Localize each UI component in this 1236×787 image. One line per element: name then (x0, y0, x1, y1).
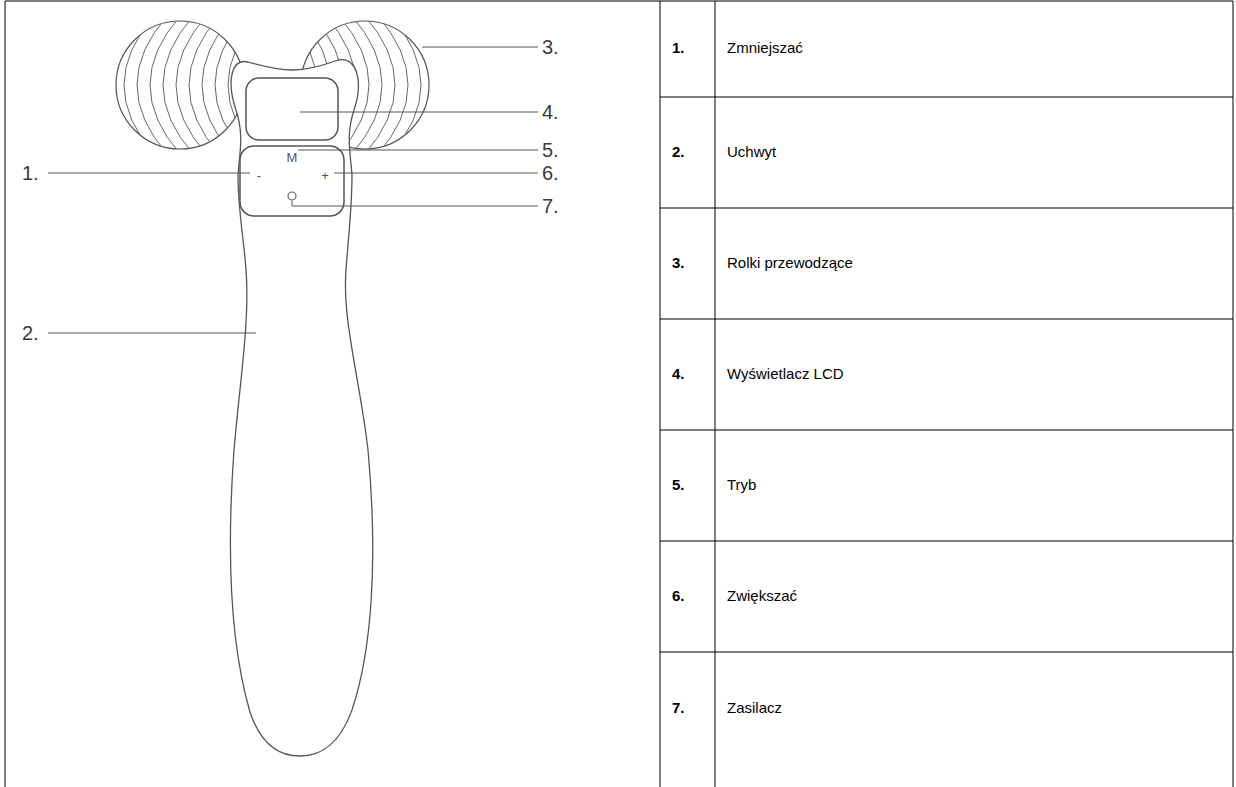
power-button-symbol (288, 192, 296, 200)
table-cell: Wyświetlacz LCD (727, 366, 844, 383)
callout-number: 1. (22, 162, 39, 184)
table-number: 3. (672, 255, 685, 272)
table-number: 2. (672, 144, 685, 161)
button-symbol: M (287, 151, 298, 165)
callout-number: 7. (542, 195, 559, 217)
table-cell: Zwiększać (727, 588, 797, 605)
button-symbol: - (257, 169, 261, 183)
table-number: 7. (672, 700, 685, 717)
table-grid (5, 1, 1233, 787)
callout-number: 2. (22, 322, 39, 344)
roller-stripe (390, 15, 421, 155)
callout-number: 5. (542, 139, 559, 161)
button-symbol: + (321, 169, 329, 183)
table-cell: Tryb (727, 477, 756, 494)
table-cell: Zmniejszać (727, 40, 803, 57)
table-number: 4. (672, 366, 685, 383)
table-cell: Uchwyt (727, 144, 776, 161)
lcd-display (246, 78, 338, 140)
leader-lines (48, 47, 538, 333)
callout-number: 4. (542, 101, 559, 123)
conductive-rollers (116, 15, 429, 155)
table-cell: Rolki przewodzące (727, 255, 853, 272)
callout-number: 6. (542, 162, 559, 184)
roller-stripe (377, 15, 408, 155)
table-number: 5. (672, 477, 685, 494)
roller-stripe (364, 15, 395, 155)
device-body (231, 60, 373, 756)
table-number: 1. (672, 40, 685, 57)
table-cell: Zasilacz (727, 700, 782, 717)
callout-number: 3. (542, 36, 559, 58)
table-number: 6. (672, 588, 685, 605)
